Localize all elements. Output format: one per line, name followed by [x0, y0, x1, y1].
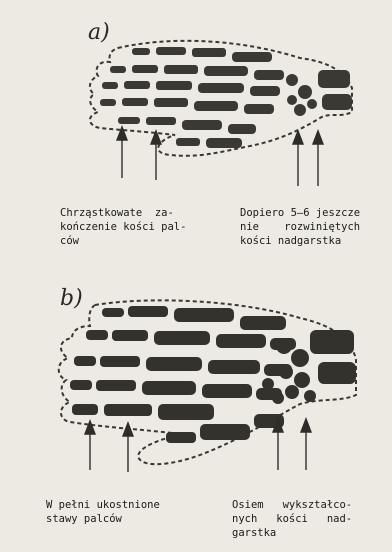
- xray-hand-a: [0, 30, 392, 230]
- caption-a-left: Chrząstkowate za- kończenie kości pal- c…: [60, 206, 186, 248]
- caption-b-left: W pełni ukostnione stawy palców: [46, 498, 160, 526]
- figure-a: a): [0, 0, 392, 270]
- caption-b-right: Osiem wykształco- nych kości nad- garstk…: [232, 498, 352, 540]
- xray-hand-b: [0, 290, 392, 480]
- caption-a-right: Dopiero 5—6 jeszcze nie rozwiniętych koś…: [240, 206, 360, 248]
- figure-b: b) W pełni ukostnione stawy: [0, 280, 392, 552]
